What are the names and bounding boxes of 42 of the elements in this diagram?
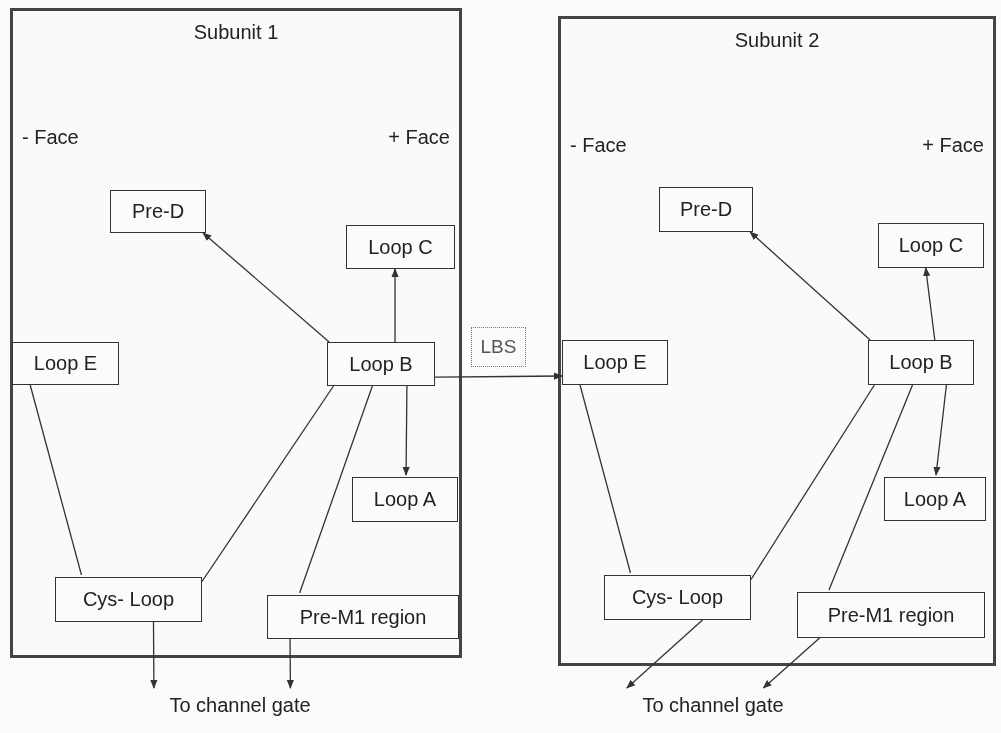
region-box: Pre-M1 region <box>797 592 985 638</box>
output-label: To channel gate <box>608 690 818 720</box>
region-box: Cys- Loop <box>604 575 751 620</box>
face-label: + Face <box>388 126 450 149</box>
connector-line <box>201 385 335 583</box>
arrow <box>402 385 410 476</box>
connector-line <box>579 384 632 574</box>
connector-line <box>29 384 83 576</box>
arrow <box>391 268 399 343</box>
arrow <box>923 267 936 341</box>
arrow <box>749 231 871 341</box>
arrow <box>286 638 294 689</box>
connector-line <box>750 384 875 581</box>
region-box: Loop B <box>327 342 435 386</box>
region-box: Pre-M1 region <box>267 595 459 639</box>
connector-line <box>299 385 373 594</box>
region-box: Loop A <box>352 477 458 522</box>
arrow <box>434 372 563 380</box>
region-box: Loop E <box>562 340 668 385</box>
edge-label: LBS <box>470 327 527 367</box>
region-box: Loop C <box>878 223 984 268</box>
region-box: Cys- Loop <box>55 577 202 622</box>
arrow <box>762 637 821 689</box>
region-box: Loop B <box>868 340 974 385</box>
subunit-panel <box>558 16 996 666</box>
region-box: Loop E <box>12 342 119 385</box>
arrow <box>150 621 158 689</box>
arrow <box>626 619 704 689</box>
face-label: - Face <box>22 126 79 149</box>
panel-title: Subunit 1 <box>193 21 279 44</box>
region-box: Pre-D <box>659 187 753 232</box>
region-box: Pre-D <box>110 190 206 233</box>
subunit-panel <box>10 8 462 658</box>
arrow <box>202 232 330 343</box>
region-box: Loop A <box>884 477 986 521</box>
face-label: + Face <box>922 134 984 157</box>
arrow <box>933 384 948 476</box>
output-label: To channel gate <box>135 690 345 720</box>
region-box: Loop C <box>346 225 455 269</box>
face-label: - Face <box>570 134 627 157</box>
connector-line <box>828 384 914 591</box>
panel-title: Subunit 2 <box>734 29 820 52</box>
